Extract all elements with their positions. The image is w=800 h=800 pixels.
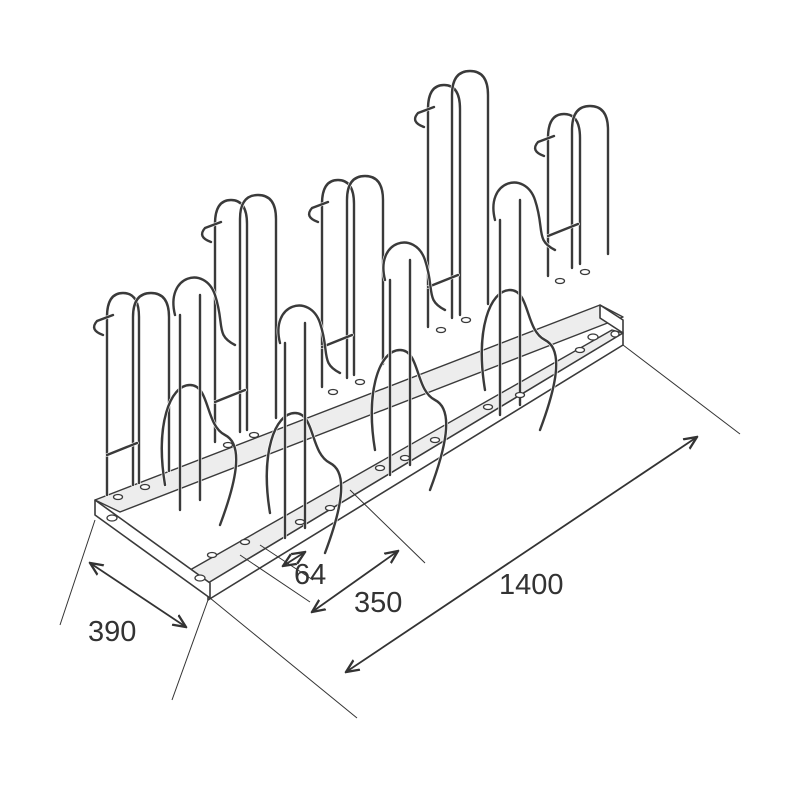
depth-label: 390 bbox=[88, 616, 136, 648]
mounting-hole bbox=[610, 330, 620, 338]
spacing-label: 350 bbox=[354, 587, 402, 619]
tube-foot bbox=[112, 493, 124, 501]
tube-foot bbox=[554, 277, 566, 285]
wheel-hoops bbox=[92, 69, 610, 559]
tube-foot bbox=[239, 538, 251, 546]
tube-foot bbox=[460, 316, 472, 324]
spacing-small-dimension-line bbox=[283, 552, 305, 566]
tube-foot bbox=[248, 431, 260, 439]
tube-foot bbox=[294, 518, 306, 526]
tube-foot bbox=[399, 454, 411, 462]
tube-foot bbox=[374, 464, 386, 472]
tube-foot bbox=[139, 483, 151, 491]
mounting-hole bbox=[106, 514, 118, 522]
tube-foot bbox=[574, 346, 586, 354]
tube-foot bbox=[579, 268, 591, 276]
tube-foot bbox=[482, 403, 494, 411]
front-rail bbox=[207, 332, 624, 601]
tube-foot bbox=[324, 504, 336, 512]
tube-foot bbox=[327, 388, 339, 396]
tube-foot bbox=[429, 436, 441, 444]
mounting-hole bbox=[587, 333, 599, 341]
back-rail bbox=[94, 304, 624, 513]
base-frame bbox=[94, 304, 624, 601]
tube-foot bbox=[206, 551, 218, 559]
depth-dimension-line bbox=[90, 563, 186, 627]
mounting-hole bbox=[194, 574, 206, 582]
tube-foot bbox=[354, 378, 366, 386]
spacing-small-label: 64 bbox=[294, 559, 326, 591]
dimension-lines bbox=[90, 437, 697, 672]
tube-foot bbox=[435, 326, 447, 334]
tube-foot bbox=[514, 391, 526, 399]
length-dimension-line bbox=[346, 437, 697, 672]
end-plate-right bbox=[599, 304, 624, 334]
tube-foot bbox=[222, 441, 234, 449]
length-label: 1400 bbox=[499, 569, 564, 601]
